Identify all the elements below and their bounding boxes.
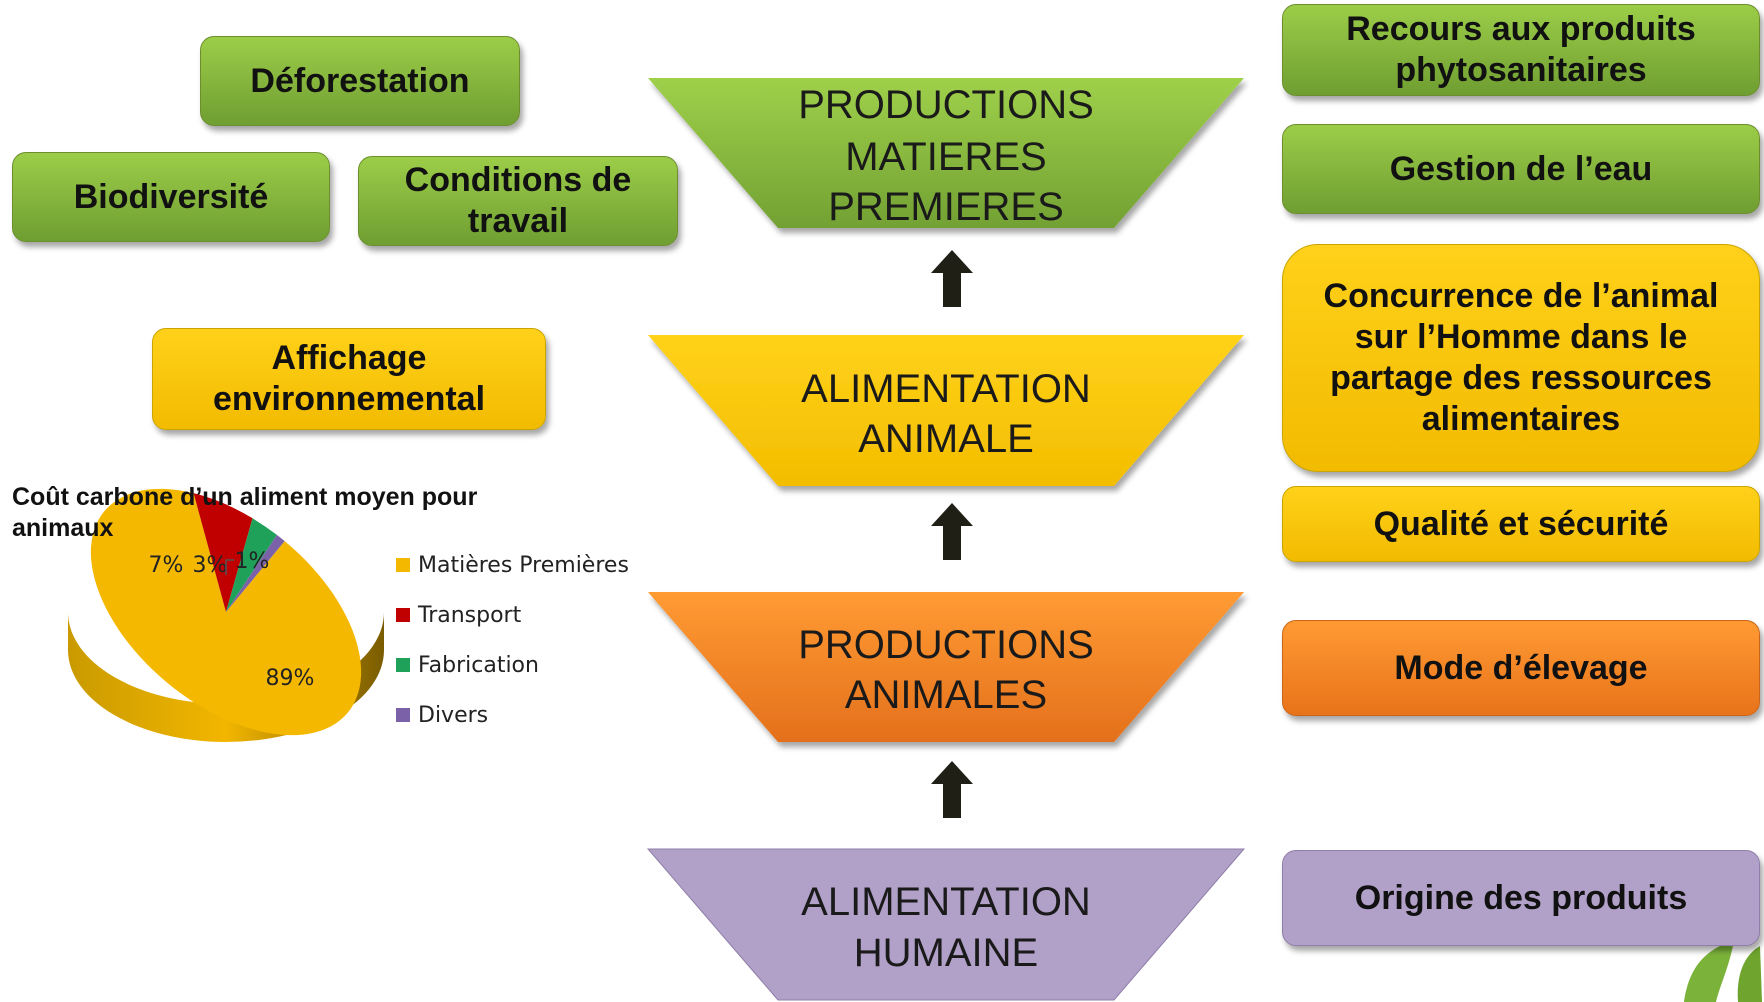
level1-line1: PRODUCTIONS <box>798 83 1094 127</box>
phyto-label: Recours aux produits phytosanitaires <box>1346 10 1696 89</box>
biodiversity-label: Biodiversité <box>73 177 269 216</box>
breeding-box: Mode d’élevage <box>1282 620 1760 716</box>
competition-label: Concurrence de l’animal sur l’Homme dans… <box>1323 277 1719 438</box>
legend-label: Divers <box>418 702 489 728</box>
level4-line2: HUMAINE <box>854 931 1038 975</box>
pie-slice-mati-res-premi-res <box>90 488 362 736</box>
level1-line2: MATIERES <box>845 135 1047 179</box>
level3-line1: PRODUCTIONS <box>798 623 1094 667</box>
quality-box: Qualité et sécurité <box>1282 486 1760 562</box>
legend-label: Matières Premières <box>418 552 629 578</box>
pie-slice-fabrication <box>226 518 277 612</box>
breeding-label: Mode d’élevage <box>1394 648 1648 687</box>
legend-swatch <box>396 658 410 672</box>
level3-line2: ANIMALES <box>845 673 1047 717</box>
env-display-box: Affichage environnemental <box>152 328 546 430</box>
arrow-up-icon <box>931 761 973 818</box>
pie-slice-divers <box>226 534 285 612</box>
level2-line1: ALIMENTATION <box>801 367 1091 411</box>
pie-data-label: 3% <box>193 553 228 578</box>
pie-slice-transport <box>193 493 253 612</box>
level1-line3: PREMIERES <box>828 185 1064 229</box>
env-display-label: Affichage environnemental <box>212 339 486 418</box>
legend-item: Transport <box>396 590 629 640</box>
pie-data-label: 89% <box>266 666 315 691</box>
water-box: Gestion de l’eau <box>1282 124 1760 214</box>
phyto-box: Recours aux produits phytosanitaires <box>1282 4 1760 96</box>
legend-item: Matières Premières <box>396 540 629 590</box>
legend-label: Transport <box>418 602 522 628</box>
work-conditions-box: Conditions de travail <box>358 156 678 246</box>
deforestation-box: Déforestation <box>200 36 520 126</box>
legend-swatch <box>396 558 410 572</box>
arrow-up-icon <box>931 250 973 307</box>
competition-box: Concurrence de l’animal sur l’Homme dans… <box>1282 244 1760 472</box>
pie-data-label: 7% <box>149 553 184 578</box>
legend-item: Fabrication <box>396 640 629 690</box>
biodiversity-box: Biodiversité <box>12 152 330 242</box>
arrow-up-icon <box>931 503 973 560</box>
water-label: Gestion de l’eau <box>1389 149 1653 188</box>
pie-data-label: 1% <box>235 549 270 574</box>
trapezoid-productions-animales <box>648 592 1244 742</box>
legend-swatch <box>396 608 410 622</box>
work-conditions-label: Conditions de travail <box>404 161 632 240</box>
legend-swatch <box>396 708 410 722</box>
pie-chart: 89% 7% 3% 1% <box>68 488 384 742</box>
origin-box: Origine des produits <box>1282 850 1760 946</box>
origin-label: Origine des produits <box>1354 878 1688 917</box>
trapezoid-productions-matieres-premieres <box>648 78 1244 228</box>
legend-label: Fabrication <box>418 652 539 678</box>
legend-item: Divers <box>396 690 629 740</box>
quality-label: Qualité et sécurité <box>1373 504 1669 543</box>
pie-leader-line <box>225 559 234 575</box>
leaf-logo-icon <box>1684 940 1762 1002</box>
chart-title: Coût carbone d’un aliment moyen pour ani… <box>12 483 478 543</box>
trapezoid-alimentation-humaine <box>646 848 1246 1001</box>
level2-line2: ANIMALE <box>858 417 1034 461</box>
trapezoid-alimentation-animale <box>648 335 1244 486</box>
level4-line1: ALIMENTATION <box>801 880 1091 924</box>
deforestation-label: Déforestation <box>250 61 470 100</box>
